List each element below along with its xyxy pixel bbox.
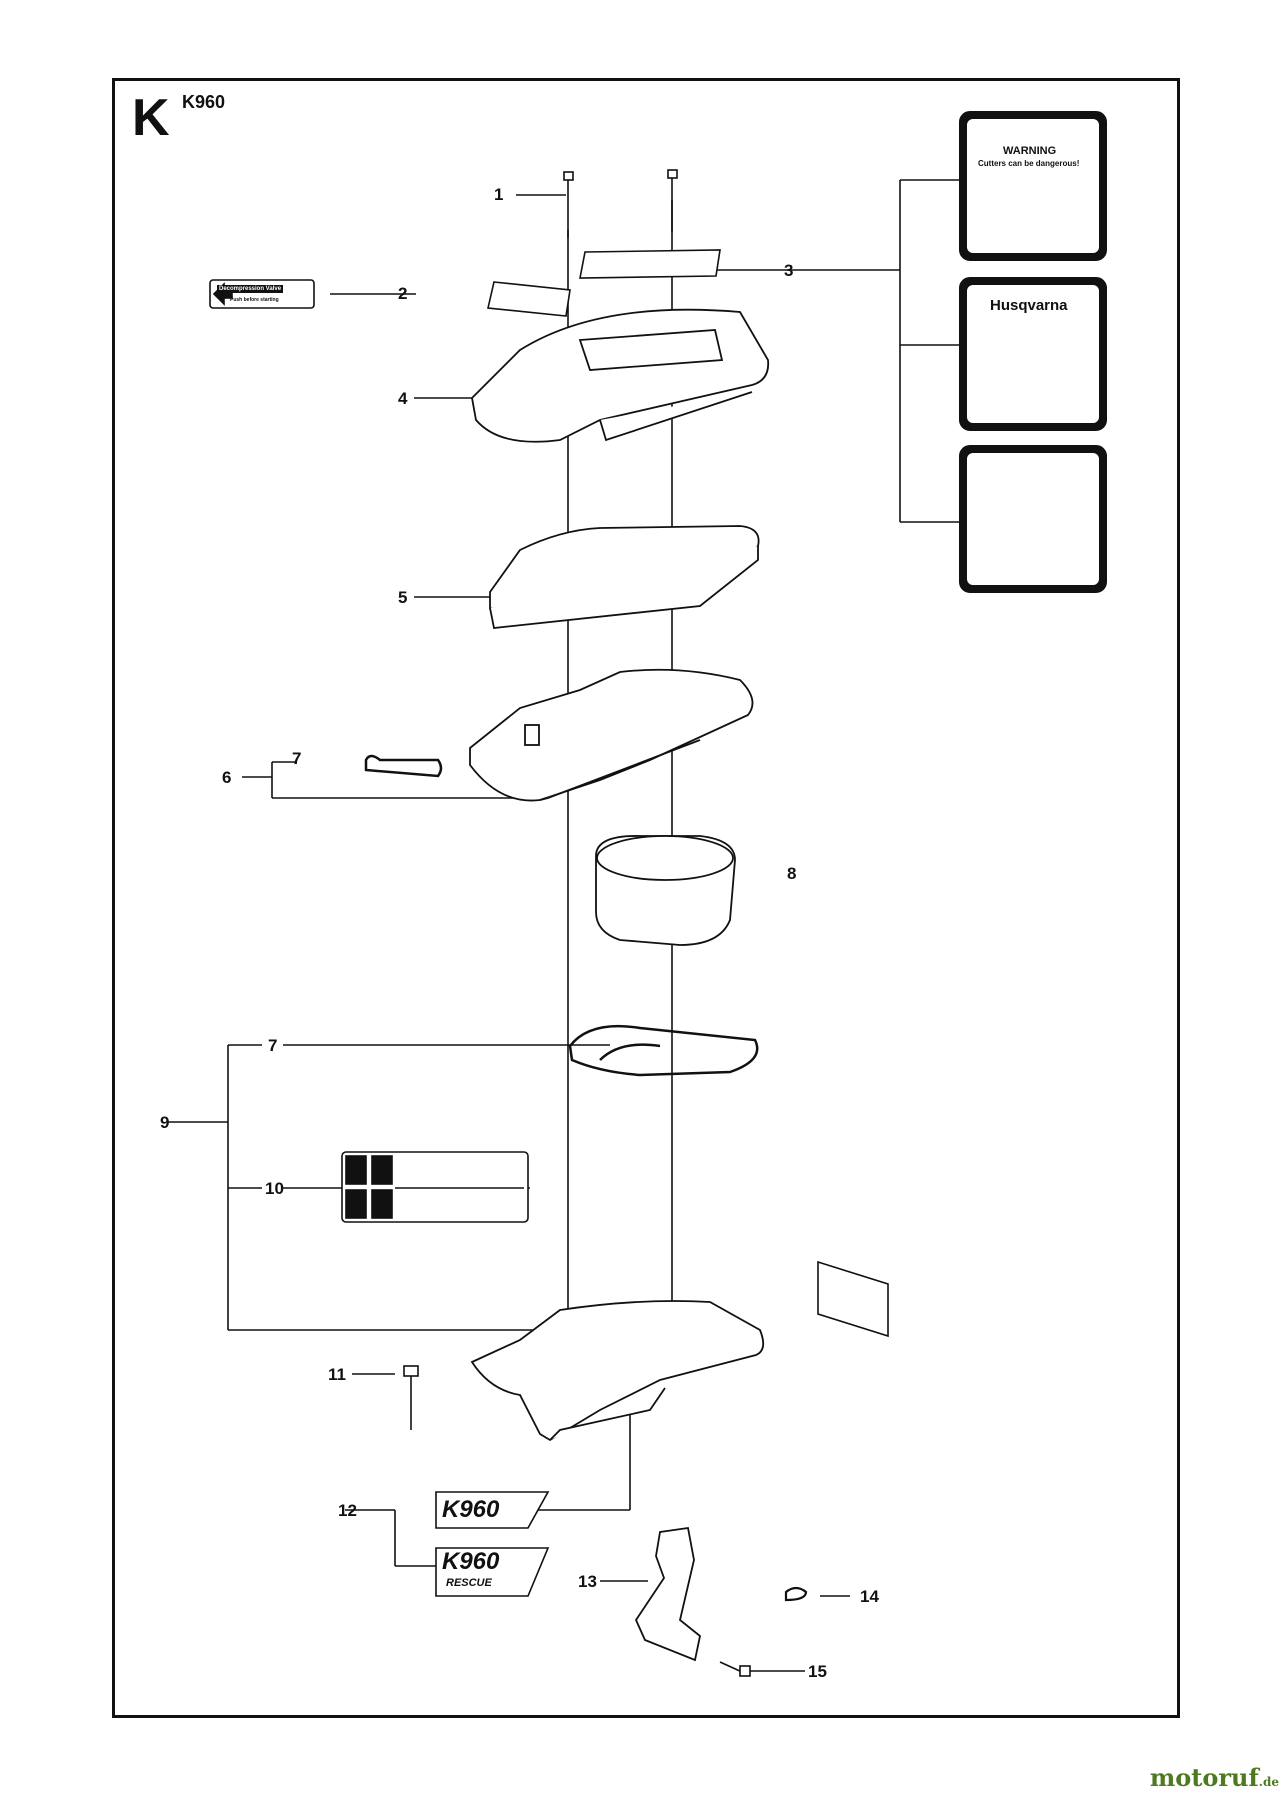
callout-8: 8 — [787, 864, 797, 883]
blank-label — [817, 1260, 889, 1338]
warning-subtitle: Cutters can be dangerous! — [978, 159, 1080, 168]
callout-4: 4 — [398, 389, 408, 408]
callout-7-upper: 7 — [292, 749, 302, 768]
k960-rescue-decal-text: K960 — [442, 1548, 500, 1575]
callout-10: 10 — [265, 1179, 284, 1198]
seal-ring — [568, 1024, 759, 1077]
handle-bracket — [634, 1526, 701, 1662]
decompression-label-title: Decompression Valve — [217, 285, 284, 293]
callout-9: 9 — [160, 1113, 170, 1132]
k960-decal-text: K960 — [442, 1496, 500, 1523]
callout-2: 2 — [398, 284, 408, 303]
bottom-housing — [470, 1300, 765, 1442]
callout-1: 1 — [494, 185, 504, 204]
watermark-name: motoruf — [1149, 1763, 1259, 1792]
callout-15: 15 — [808, 1662, 827, 1681]
watermark-logo: motoruf.de — [1150, 1763, 1279, 1792]
callout-12: 12 — [338, 1501, 357, 1520]
warning-labels — [959, 111, 1107, 593]
callout-7-lower: 7 — [268, 1036, 278, 1055]
cover-patch — [579, 249, 721, 279]
callout-11: 11 — [328, 1365, 346, 1384]
callout-6: 6 — [222, 768, 232, 787]
brand-logo: Husqvarna — [990, 297, 1068, 314]
callout-13: 13 — [578, 1572, 597, 1591]
rescue-decal-text: RESCUE — [446, 1577, 492, 1589]
filter-holder — [469, 668, 754, 802]
seal-wire — [364, 754, 443, 778]
top-cover — [471, 308, 770, 443]
warning-title: WARNING — [1003, 145, 1057, 157]
screw-icon — [719, 1661, 751, 1677]
diagram-frame — [112, 78, 1180, 1718]
k960-decals — [435, 1491, 550, 1597]
decompression-label — [209, 279, 571, 317]
watermark-tld: .de — [1258, 1775, 1279, 1789]
model-title: K960 — [182, 92, 226, 112]
bolt-icon — [563, 169, 678, 238]
callout-14: 14 — [860, 1587, 879, 1606]
o-ring — [784, 1586, 808, 1602]
air-filter — [595, 835, 736, 946]
callout-5: 5 — [398, 588, 408, 607]
screw-icon — [403, 1365, 419, 1430]
section-letter: K — [132, 89, 170, 147]
pictogram-label — [341, 1151, 529, 1223]
filter-pad — [489, 525, 760, 629]
decompression-label-subtitle: Push before starting — [230, 297, 279, 303]
callout-3: 3 — [784, 261, 794, 280]
